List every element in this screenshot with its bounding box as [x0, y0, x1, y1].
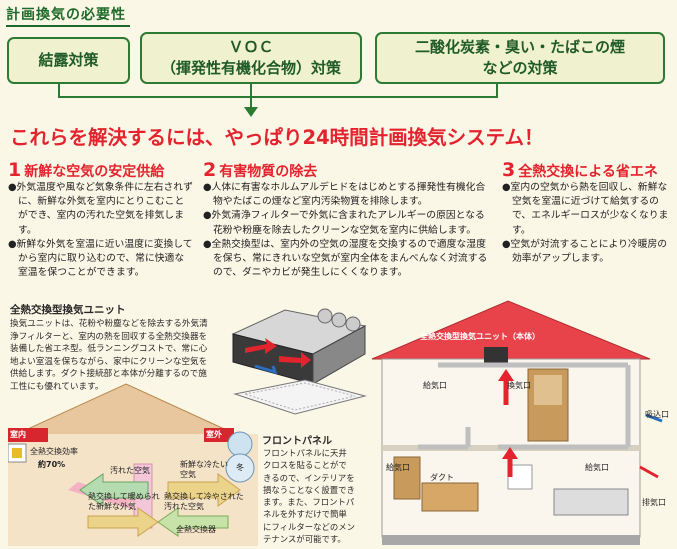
- supply-port-label: 給気口: [386, 463, 410, 472]
- exhaust-port-label: 換気口: [507, 381, 531, 390]
- exchanger-label: 全熱交換器: [176, 525, 216, 534]
- warmed-air-label: 熱交換して暖められた新鮮な外気: [88, 492, 160, 511]
- winter-label: 冬: [236, 463, 244, 472]
- bullet: ●全熱交換型は、室内外の空気の湿度を交換するので適度な湿度を保ち、常にきれいな空…: [203, 238, 488, 279]
- bullet: ●人体に有害なホルムアルデヒドをはじめとする揮発性有機化合物やたばこの煙など室内…: [203, 182, 486, 208]
- bullet: ●外気温度や風など気象条件に左右されずに、新鮮な外気を室内にとりこむことができ、…: [8, 182, 193, 236]
- cooled-air-label: 熱交換して冷やされた汚れた空気: [164, 492, 244, 511]
- connector-line: [250, 83, 252, 98]
- indoor-label: 室内: [10, 430, 26, 439]
- house-ventilation-diagram: [371, 300, 663, 545]
- supply-port-label: 給気口: [423, 381, 447, 390]
- efficiency-label: 全熱交換効率: [30, 447, 78, 456]
- section-body-3: ●室内の空気から熱を回収し、新鮮な空気を室温に近づけて給気するので、エネルギーロ…: [502, 181, 670, 266]
- page-title: 計画換気の必要性: [6, 4, 130, 27]
- intake-label: 吸込口: [645, 410, 669, 419]
- need-label: などの対策: [482, 59, 558, 77]
- need-box-voc: ＶＯＣ （揮発性有機化合物）対策: [140, 32, 362, 84]
- connector-line: [58, 83, 60, 98]
- headline: これらを解決するには、やっぱり24時間計画換気システム！: [10, 126, 544, 149]
- bullet: ●新鮮な外気を室温に近い温度に変換してから室内に取り込むので、常に快適な室温を保…: [8, 238, 193, 279]
- bullet: ●外気清浄フィルターで外気に含まれたアレルギーの原因となる花粉や粉塵を除去したク…: [203, 210, 485, 236]
- connector-line: [250, 96, 252, 108]
- down-arrow-icon: [244, 107, 258, 117]
- duct-label: ダクト: [430, 473, 454, 482]
- need-label: 二酸化炭素・臭い・たばこの煙: [414, 38, 625, 56]
- connector-line: [58, 96, 498, 98]
- supply-port-label: 給気口: [585, 463, 609, 472]
- need-label: 結露対策: [38, 51, 99, 69]
- heat-exchange-diagram: [8, 383, 258, 546]
- unit-description: 換気ユニットは、花粉や粉塵などを除去する外気清浄フィルターと、室内の熱を回収する…: [10, 319, 208, 392]
- ventilation-unit-illustration: [231, 308, 367, 415]
- dirty-air-label: 汚れた空気: [110, 466, 150, 475]
- section-body-2: ●人体に有害なホルムアルデヒドをはじめとする揮発性有機化合物やたばこの煙など室内…: [203, 181, 491, 280]
- need-label: （揮発性有機化合物）対策: [160, 59, 341, 77]
- connector-line: [496, 83, 498, 98]
- need-label: ＶＯＣ: [228, 38, 274, 56]
- front-panel-description: フロントパネルに天井クロスを貼ることができるので、インテリアを損なうことなく設置…: [263, 448, 355, 545]
- outlet-label: 排気口: [642, 498, 666, 507]
- roof-unit-label: 全熱交換型換気ユニット（本体）: [420, 332, 540, 341]
- outdoor-label: 室外: [206, 430, 222, 439]
- bullet: ●室内の空気から熱を回収し、新鮮な空気を室温に近づけて給気するので、エネルギーロ…: [502, 182, 669, 236]
- need-box-co2: 二酸化炭素・臭い・たばこの煙などの対策: [375, 32, 665, 84]
- need-box-condensation: 結露対策: [7, 37, 130, 84]
- fresh-cold-label: 新鮮な冷たい空気: [180, 460, 228, 479]
- section-body-1: ●外気温度や風など気象条件に左右されずに、新鮮な外気を室内にとりこむことができ、…: [8, 181, 193, 280]
- efficiency-value: 約70%: [38, 460, 66, 469]
- unit-title: 全熱交換型換気ユニット: [10, 304, 126, 316]
- bullet: ●空気が対流することにより冷暖房の効率がアップします。: [502, 238, 668, 265]
- front-panel-title: フロントパネル: [262, 436, 332, 447]
